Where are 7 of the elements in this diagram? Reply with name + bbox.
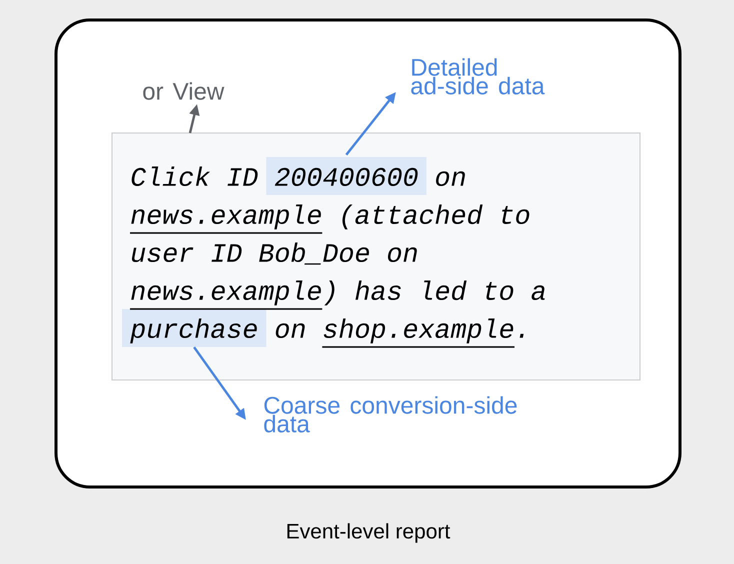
text-highlight	[122, 309, 266, 347]
caption: Event-level report	[287, 523, 450, 543]
annotation-text: Coarse conversion-side data	[264, 396, 517, 432]
annotation-text: or View	[143, 82, 224, 100]
annotation-text: Detailed ad-side data	[411, 58, 545, 94]
report-box: Click ID 200400600 on news.example (attached to user ID Bob_Doe on news.example) has led to a purchase on shop.example.	[112, 132, 640, 380]
text-highlight	[266, 157, 426, 195]
